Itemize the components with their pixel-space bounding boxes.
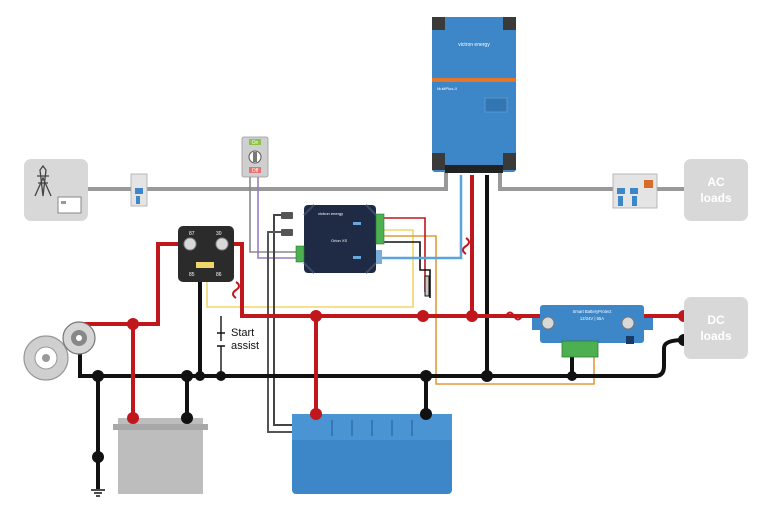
sense-wire-dark xyxy=(273,214,292,426)
black-sense-wire xyxy=(376,241,431,298)
shore-socket-icon xyxy=(57,196,82,214)
starter-battery xyxy=(113,412,208,494)
junction-dot xyxy=(466,310,478,322)
dc-loads-box: DC loads xyxy=(684,297,748,359)
ac-loads-line1: AC xyxy=(707,175,725,189)
relay-terminal-86: 86 xyxy=(216,272,222,278)
fuse-protect xyxy=(505,311,523,321)
protect-title: Smart BatteryProtect xyxy=(573,309,613,314)
fuse-relay xyxy=(232,281,240,299)
switch-wire-gray xyxy=(249,176,304,253)
junction-dot xyxy=(127,318,139,330)
protect-rating: 12/24V | 65A xyxy=(580,316,604,321)
switch-wire-purple xyxy=(257,176,304,259)
junction-dot xyxy=(92,451,104,463)
ac-loads-line2: loads xyxy=(700,191,732,205)
battery-combiner-relay: 87 30 85 86 xyxy=(178,226,234,282)
protect-terminal-block xyxy=(561,340,599,358)
switch-on-indicator xyxy=(249,139,261,145)
inverter-brand: victron energy xyxy=(458,42,490,48)
dc-loads-line1: DC xyxy=(707,313,725,327)
junction-dot xyxy=(481,370,493,382)
device-brand: victron energy xyxy=(318,211,343,216)
smart-battery-protect: Smart BatteryProtect 12/24V | 65A xyxy=(532,305,653,358)
relay-terminal-87: 87 xyxy=(189,231,195,237)
junction-dot xyxy=(92,370,104,382)
fuses xyxy=(232,237,523,321)
house-battery-negative-terminal xyxy=(420,408,432,420)
inline-fuse-icon xyxy=(424,275,430,297)
junction-dot xyxy=(216,371,226,381)
chassis-ground-icon xyxy=(91,489,105,497)
red-sense-wire xyxy=(376,217,426,292)
ac-wiring xyxy=(88,165,684,191)
orange-signal-wire xyxy=(376,235,595,385)
grid-input-box xyxy=(24,159,88,221)
negative-main-bus xyxy=(78,338,685,378)
inverter-status-panel xyxy=(484,97,508,113)
battery-sense-wires xyxy=(267,214,292,433)
ve-bus-cable xyxy=(376,175,463,260)
relay-coil-label xyxy=(196,262,214,268)
switch-off-indicator xyxy=(249,167,261,173)
ac-input-breaker xyxy=(130,173,148,207)
starter-battery-positive-terminal xyxy=(127,412,139,424)
protect-led-icon xyxy=(626,336,634,344)
alternator-icon xyxy=(23,321,96,381)
junction-dot xyxy=(567,371,577,381)
power-pylon-icon xyxy=(34,164,52,197)
starter-battery-negative-terminal xyxy=(181,412,193,424)
dc-loads-line2: loads xyxy=(700,329,732,343)
junction-dot xyxy=(181,370,193,382)
relay-terminal-30: 30 xyxy=(216,231,222,237)
house-battery xyxy=(292,408,452,494)
ac-output-breakers xyxy=(612,173,658,209)
switch-off-label: Off xyxy=(252,168,259,174)
start-assist-switch[interactable] xyxy=(217,316,225,376)
yellow-signal-wire xyxy=(206,229,414,308)
start-assist-line1: Start xyxy=(231,327,254,339)
engine-signal-wires xyxy=(206,217,595,385)
junction-dot xyxy=(417,310,429,322)
sense-wire-gray xyxy=(267,231,292,433)
remote-on-off-switch[interactable]: On Off xyxy=(241,136,269,178)
relay-terminal-85: 85 xyxy=(189,272,195,278)
dc-dc-charger: victron energy Orion XS xyxy=(281,204,385,274)
house-battery-positive-terminal xyxy=(310,408,322,420)
junction-dot xyxy=(195,371,205,381)
start-assist-line2: assist xyxy=(231,340,259,352)
junction-dot xyxy=(420,370,432,382)
inverter-model: MultiPlus-II xyxy=(437,86,457,91)
device-port xyxy=(376,250,382,264)
relay-to-house-positive xyxy=(226,242,562,318)
alternator-positive xyxy=(80,242,180,326)
switch-on-label: On xyxy=(252,140,259,146)
inverter-charger: victron energy MultiPlus-II xyxy=(432,17,516,173)
ac-loads-box: AC loads xyxy=(684,159,748,221)
device-model: Orion XS xyxy=(331,238,348,243)
device-terminal-block xyxy=(375,213,385,245)
start-assist-contacts-icon xyxy=(217,332,225,347)
fuse-inverter xyxy=(462,237,470,255)
switch-signal-wires xyxy=(249,176,304,259)
junction-dot xyxy=(310,310,322,322)
